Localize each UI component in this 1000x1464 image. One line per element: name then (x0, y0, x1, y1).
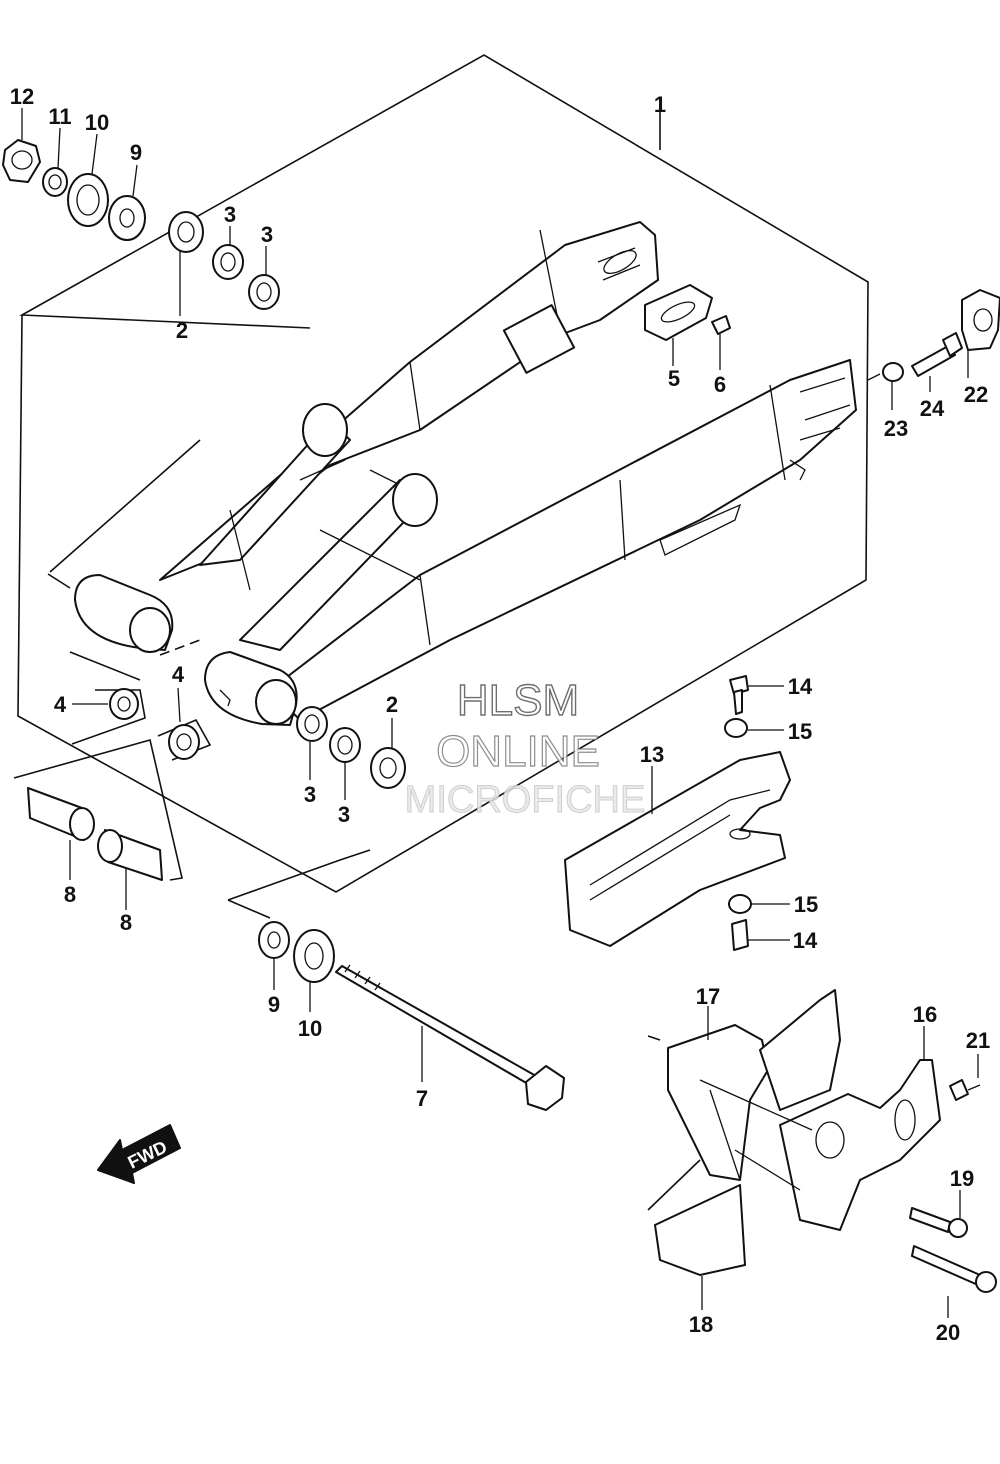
callout-17: 17 (696, 984, 720, 1009)
callout-10-lower: 10 (298, 1016, 322, 1041)
swingarm (47, 221, 857, 726)
callout-14-lower: 14 (793, 928, 818, 953)
forward-arrow-icon: FWD (97, 1124, 181, 1184)
watermark-line-3: MICROFICHE (405, 779, 646, 821)
assembly-outline (17, 54, 869, 893)
callout-21: 21 (966, 1028, 990, 1053)
callout-2-upper: 2 (176, 318, 188, 343)
callout-8-b: 8 (120, 910, 132, 935)
callout-3-upper-b: 3 (261, 222, 273, 247)
callout-labels: 1 2 2 3 3 3 3 4 4 5 6 7 8 8 9 9 10 10 11… (10, 84, 990, 1345)
callout-22: 22 (964, 382, 988, 407)
watermark: HLSM ONLINE MICROFICHE (404, 675, 646, 821)
callout-6: 6 (714, 372, 726, 397)
callout-7: 7 (416, 1086, 428, 1111)
callout-3-lower-a: 3 (304, 782, 316, 807)
parts-12-11-10-9 (2, 108, 146, 241)
callout-16: 16 (913, 1002, 937, 1027)
parts-2-3-upper (168, 211, 280, 316)
washer-11-icon (42, 167, 68, 197)
callout-15-lower: 15 (794, 892, 818, 917)
washer-9-icon (108, 195, 146, 241)
callout-11: 11 (48, 104, 71, 129)
callout-19: 19 (950, 1166, 974, 1191)
callout-18: 18 (689, 1312, 713, 1337)
callout-24: 24 (920, 396, 945, 421)
parts-5-6 (644, 284, 731, 370)
callout-3-upper-a: 3 (224, 202, 236, 227)
callout-12: 12 (10, 84, 34, 109)
callout-4-b: 4 (172, 662, 185, 687)
parts-9-10-7 (227, 849, 565, 1111)
bearing-10-icon (67, 173, 109, 227)
watermark-line-1: HLSM (457, 676, 579, 725)
callout-9-lower: 9 (268, 992, 280, 1017)
callout-14-upper: 14 (788, 674, 813, 699)
callout-9-upper: 9 (130, 140, 142, 165)
callout-4-a: 4 (54, 692, 67, 717)
parts-16-21 (647, 989, 997, 1318)
callout-5: 5 (668, 366, 680, 391)
callout-1: 1 (654, 92, 666, 117)
callout-10-upper: 10 (85, 110, 109, 135)
parts-4-8 (13, 639, 212, 910)
parts-22-23-24 (867, 289, 1000, 410)
parts-2-3-lower (296, 706, 406, 800)
callout-8-a: 8 (64, 882, 76, 907)
callout-2-lower: 2 (386, 692, 398, 717)
callout-3-lower-b: 3 (338, 802, 350, 827)
callout-13: 13 (640, 742, 664, 767)
callout-23: 23 (884, 416, 908, 441)
callout-20: 20 (936, 1320, 960, 1345)
parts-13-14-15 (564, 675, 791, 951)
nut-12-icon (2, 139, 41, 183)
callout-15-upper: 15 (788, 719, 812, 744)
watermark-line-2: ONLINE (436, 727, 600, 776)
